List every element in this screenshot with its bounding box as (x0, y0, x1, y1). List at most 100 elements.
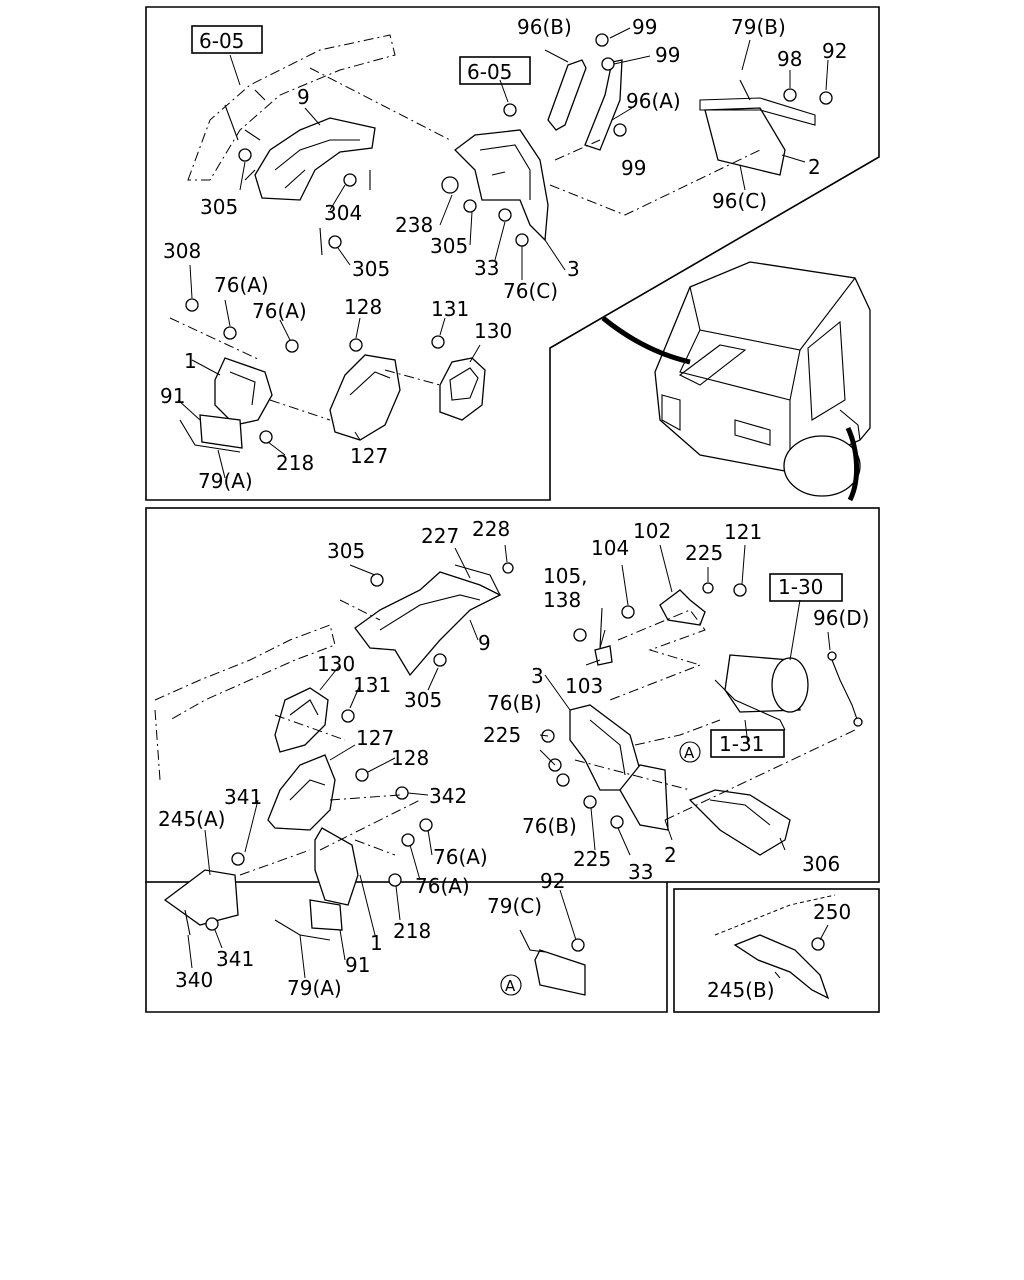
reference-callout-A-circles (500, 741, 701, 996)
leader-lines-middle (187, 544, 831, 979)
bracket-part-245a (163, 869, 239, 936)
label-79a: 79(A) (287, 976, 342, 1000)
bracket-part-102 (659, 589, 706, 626)
guide-lines-top (169, 67, 761, 421)
fasteners-middle (205, 562, 747, 952)
label-79a: 79(A) (198, 469, 253, 493)
mud-flap-part-91-top (179, 414, 243, 453)
label-130: 130 (317, 652, 355, 676)
guide-lines-middle (239, 599, 856, 876)
label-96d: 96(D) (813, 606, 869, 630)
label-103: 103 (565, 674, 603, 698)
stay-part-96a (584, 59, 623, 151)
fender-bracket-part-1-top (214, 357, 273, 426)
label-99: 99 (632, 15, 657, 39)
label-218: 218 (393, 919, 431, 943)
label-98: 98 (777, 47, 802, 71)
label-305: 305 (430, 234, 468, 258)
label-238: 238 (395, 213, 433, 237)
mud-flap-part-2-top (699, 79, 816, 176)
cover-part-130-middle (274, 687, 329, 753)
top-panel-frame (145, 6, 880, 501)
mudguard-bracket-part-3-top (454, 129, 549, 242)
fasteners-top (185, 33, 833, 444)
label-76a: 76(A) (415, 874, 470, 898)
label-33: 33 (474, 256, 499, 280)
label-305: 305 (200, 195, 238, 219)
label-1: 1 (370, 931, 383, 955)
support-part-306 (688, 789, 791, 856)
label-127: 127 (350, 444, 388, 468)
label-341: 341 (224, 785, 262, 809)
label-228: 228 (472, 517, 510, 541)
label-105: 105, (543, 564, 588, 588)
tank-part-1-30 (714, 654, 809, 731)
callout-A: A (505, 977, 516, 995)
fender-bracket-part-9-top (254, 117, 376, 201)
label-92: 92 (822, 39, 847, 63)
label-76c: 76(C) (503, 279, 558, 303)
label-308: 308 (163, 239, 201, 263)
bottom-left-panel-frame (145, 882, 668, 1013)
label-3: 3 (567, 257, 580, 281)
label-104: 104 (591, 536, 629, 560)
cover-part-127-middle (267, 754, 336, 831)
label-305: 305 (404, 688, 442, 712)
label-96a: 96(A) (626, 89, 681, 113)
label-99: 99 (655, 43, 680, 67)
label-225: 225 (685, 541, 723, 565)
label-225: 225 (483, 723, 521, 747)
label-1: 1 (184, 349, 197, 373)
label-91: 91 (345, 953, 370, 977)
label-127: 127 (356, 726, 394, 750)
label-305: 305 (352, 257, 390, 281)
label-76a: 76(A) (252, 299, 307, 323)
label-130: 130 (474, 319, 512, 343)
cover-part-127-top (329, 354, 401, 441)
label-341: 341 (216, 947, 254, 971)
label-79b: 79(B) (731, 15, 786, 39)
label-2: 2 (664, 843, 677, 867)
label-76b: 76(B) (522, 814, 577, 838)
label-76b: 76(B) (487, 691, 542, 715)
bracket-part-245b (714, 894, 836, 1000)
label-76a: 76(A) (214, 273, 269, 297)
label-2: 2 (808, 155, 821, 179)
label-225: 225 (573, 847, 611, 871)
label-138: 138 (543, 588, 581, 612)
label-245a: 245(A) (158, 807, 225, 831)
label-250: 250 (813, 900, 851, 924)
mud-flap-part-91-middle (274, 899, 343, 941)
fender-bracket-part-9-middle (354, 564, 502, 677)
label-96b: 96(B) (517, 15, 572, 39)
frame-outline-middle (154, 624, 336, 781)
label-227: 227 (421, 524, 459, 548)
fender-outline-top (187, 34, 396, 181)
reference-boxes (191, 25, 843, 758)
label-6-05: 6-05 (467, 60, 512, 84)
stay-part-96b (547, 59, 587, 131)
label-306: 306 (802, 852, 840, 876)
label-305: 305 (327, 539, 365, 563)
callout-A: A (684, 744, 695, 762)
label-121: 121 (724, 520, 762, 544)
rod-part-96d (827, 651, 863, 727)
label-79c: 79(C) (487, 894, 542, 918)
label-1-31: 1-31 (719, 732, 764, 756)
label-131: 131 (431, 297, 469, 321)
label-102: 102 (633, 519, 671, 543)
middle-panel-frame (145, 507, 880, 883)
label-96c: 96(C) (712, 189, 767, 213)
label-218: 218 (276, 451, 314, 475)
label-128: 128 (391, 746, 429, 770)
part-number-labels: 6-05 6-05 96(B) 99 99 99 96(A) 79(B) 98 … (158, 15, 869, 1002)
label-1-30: 1-30 (778, 575, 823, 599)
label-9: 9 (297, 85, 310, 109)
stay-part-79c (519, 929, 586, 996)
label-245b: 245(B) (707, 978, 775, 1002)
label-33: 33 (628, 860, 653, 884)
label-76a: 76(A) (433, 845, 488, 869)
label-304: 304 (324, 201, 362, 225)
label-3: 3 (531, 664, 544, 688)
